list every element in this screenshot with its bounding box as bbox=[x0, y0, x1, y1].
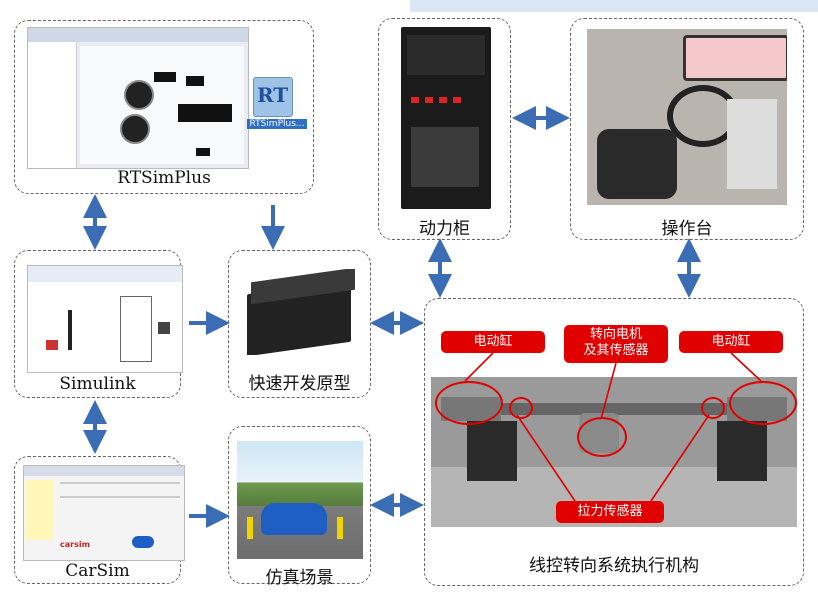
rtsimplus-box: RT RTSimPlus... RTSimPlus bbox=[14, 20, 314, 194]
rtsimplus-icon-caption: RTSimPlus... bbox=[247, 119, 307, 129]
rtsimplus-screenshot bbox=[27, 27, 249, 169]
highlight-ring-right bbox=[729, 381, 797, 425]
sim-scene-image bbox=[237, 441, 363, 559]
power-cabinet-box: 动力柜 bbox=[378, 18, 511, 240]
power-cabinet-label: 动力柜 bbox=[419, 219, 470, 239]
highlight-ring-left bbox=[435, 381, 503, 425]
tag-tension-sensor: 拉力传感器 bbox=[556, 501, 664, 523]
rapid-prototype-box: 快速开发原型 bbox=[228, 250, 371, 398]
rtsimplus-label: RTSimPlus bbox=[117, 168, 211, 188]
tag-electric-cylinder-left: 电动缸 bbox=[441, 331, 545, 353]
console-photo bbox=[587, 29, 787, 205]
tag-steering-motor-line2: 及其传感器 bbox=[583, 343, 649, 359]
simulink-screenshot bbox=[27, 265, 183, 373]
sim-scene-label: 仿真场景 bbox=[265, 568, 334, 588]
simulink-label: Simulink bbox=[59, 374, 136, 394]
rt-logo-letters: RT bbox=[257, 83, 289, 107]
rtsimplus-app-icon[interactable]: RT RTSimPlus... bbox=[247, 77, 307, 135]
power-cabinet-photo bbox=[401, 27, 491, 209]
sim-scene-box: 仿真场景 bbox=[228, 426, 371, 588]
highlight-ring-right-small bbox=[701, 397, 725, 419]
console-label: 操作台 bbox=[661, 219, 713, 239]
carsim-label: CarSim bbox=[65, 561, 130, 581]
tag-electric-cylinder-right: 电动缸 bbox=[679, 331, 783, 353]
simulink-box: Simulink bbox=[14, 250, 183, 398]
carsim-screenshot: carsim bbox=[23, 465, 185, 561]
carsim-box: carsim CarSim bbox=[14, 456, 185, 584]
top-strip bbox=[410, 0, 818, 12]
rapid-prototype-label: 快速开发原型 bbox=[248, 374, 351, 394]
console-box: 操作台 bbox=[570, 18, 804, 240]
carsim-brand: carsim bbox=[60, 540, 90, 549]
steer-by-wire-label: 线控转向系统执行机构 bbox=[529, 556, 699, 576]
tag-steering-motor: 转向电机 及其传感器 bbox=[564, 325, 668, 363]
tag-steering-motor-line1: 转向电机 bbox=[589, 327, 642, 342]
